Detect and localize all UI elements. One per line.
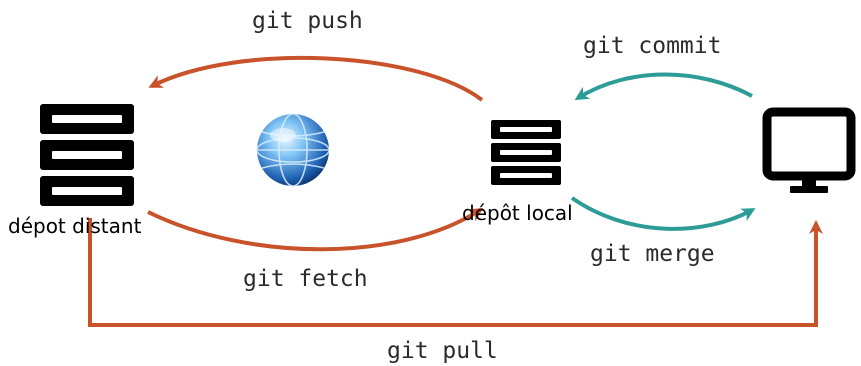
- git-commit-label: git commit: [583, 33, 721, 59]
- git-push-label: git push: [252, 8, 363, 34]
- git-commit-arrow: [574, 72, 753, 101]
- git-merge-arrow: [570, 196, 756, 231]
- monitor-icon: [762, 107, 856, 193]
- git-fetch-label: git fetch: [243, 266, 368, 292]
- git-push-arrow: [148, 55, 484, 102]
- local-repo-label: dépôt local: [462, 201, 573, 225]
- globe-icon: [256, 113, 330, 187]
- git-pull-label: git pull: [387, 338, 498, 364]
- git-fetch-arrow: [147, 207, 484, 252]
- remote-server-icon: [40, 104, 134, 206]
- remote-repo-label: dépot distant: [8, 214, 142, 238]
- git-pull-arrow: [88, 218, 823, 327]
- local-server-icon: [491, 120, 561, 185]
- git-merge-label: git merge: [590, 241, 715, 267]
